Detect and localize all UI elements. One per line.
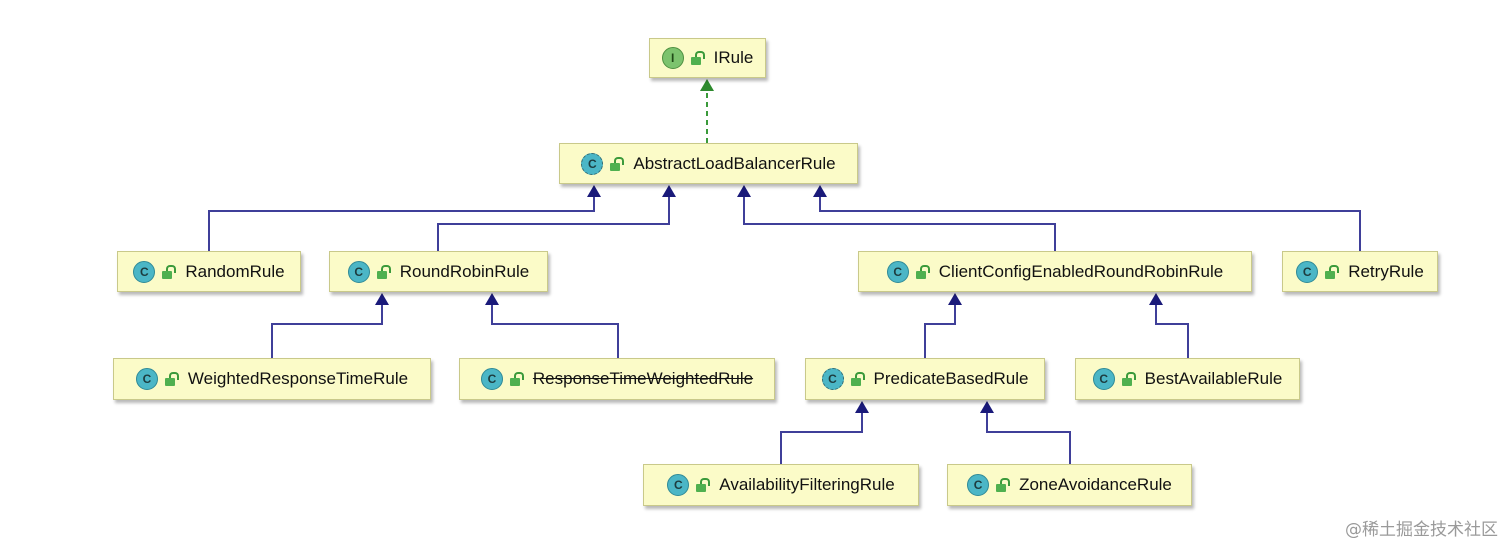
class-node-zoneavoidance[interactable]: C ZoneAvoidanceRule [947,464,1192,506]
class-name-label: RoundRobinRule [399,261,530,281]
public-lock-icon [509,372,524,386]
arrowhead-responsetime-to-roundrobin [485,293,499,305]
class-node-bestavailable[interactable]: C BestAvailableRule [1075,358,1300,400]
abstract-class-icon: C [821,368,844,390]
class-name-label: AbstractLoadBalancerRule [633,153,836,173]
class-node-availability[interactable]: C AvailabilityFilteringRule [643,464,919,506]
edge-weighted-to-roundrobin [271,305,383,358]
watermark: @稀土掘金技术社区 [1345,520,1498,540]
class-icon: C [1092,368,1115,390]
interface-icon: I [661,47,684,69]
edge-random-to-abstract [208,197,595,251]
class-node-abstract[interactable]: C AbstractLoadBalancerRule [559,143,858,184]
edge-roundrobin-to-abstract [437,197,670,251]
public-lock-icon [1121,372,1136,386]
class-icon: C [667,474,690,496]
arrowhead-availability-to-predicate [855,401,869,413]
public-lock-icon [690,51,705,65]
public-lock-icon [609,156,625,171]
class-icon: C [967,474,990,496]
class-node-random[interactable]: C RandomRule [117,251,301,292]
public-lock-icon [995,478,1011,492]
class-name-label: ClientConfigEnabledRoundRobinRule [938,261,1224,281]
class-node-predicate[interactable]: C PredicateBasedRule [805,358,1045,400]
edge-responsetime-to-roundrobin [491,305,619,358]
arrowhead-clientconfig-to-abstract [737,185,751,197]
class-name-label: BestAvailableRule [1144,369,1283,388]
arrowhead-zoneavoidance-to-predicate [980,401,994,413]
class-node-retry[interactable]: C RetryRule [1282,251,1438,292]
class-name-label: WeightedResponseTimeRule [187,369,409,388]
class-icon: C [347,260,370,283]
public-lock-icon [1324,264,1340,279]
edge-predicate-to-clientconfig [924,305,956,358]
class-node-clientconfig[interactable]: C ClientConfigEnabledRoundRobinRule [858,251,1252,292]
arrowhead-bestavailable-to-clientconfig [1149,293,1163,305]
public-lock-icon [164,372,179,386]
public-lock-icon [376,264,391,279]
edge-zoneavoidance-to-predicate [986,413,1071,464]
class-node-roundrobin[interactable]: C RoundRobinRule [329,251,548,292]
arrowhead-abstract-to-irule [700,79,714,91]
arrowhead-predicate-to-clientconfig [948,293,962,305]
class-name-label: RandomRule [185,261,285,281]
abstract-class-icon: C [581,152,604,175]
arrowhead-roundrobin-to-abstract [662,185,676,197]
class-name-label: AvailabilityFilteringRule [719,475,895,494]
arrowhead-random-to-abstract [587,185,601,197]
edge-bestavailable-to-clientconfig [1155,305,1189,358]
class-icon: C [480,368,503,390]
class-node-weighted[interactable]: C WeightedResponseTimeRule [113,358,431,400]
edge-retry-to-abstract [819,197,1361,251]
class-icon: C [135,368,158,390]
class-node-irule[interactable]: I IRule [649,38,766,78]
class-name-label: IRule [713,48,754,67]
public-lock-icon [850,372,865,386]
public-lock-icon [915,264,930,279]
edge-availability-to-predicate [780,413,863,464]
class-name-label: ZoneAvoidanceRule [1019,475,1172,494]
public-lock-icon [161,264,177,279]
arrowhead-retry-to-abstract [813,185,827,197]
public-lock-icon [695,478,711,492]
class-name-label: PredicateBasedRule [873,369,1029,388]
class-node-responsetime[interactable]: C ResponseTimeWeightedRule [459,358,775,400]
class-name-label: RetryRule [1348,261,1424,281]
arrowhead-weighted-to-roundrobin [375,293,389,305]
class-icon: C [1296,260,1319,283]
edge-clientconfig-to-abstract [743,197,1056,251]
class-icon: C [886,260,909,283]
class-icon: C [133,260,156,283]
class-name-label: ResponseTimeWeightedRule [532,369,754,388]
